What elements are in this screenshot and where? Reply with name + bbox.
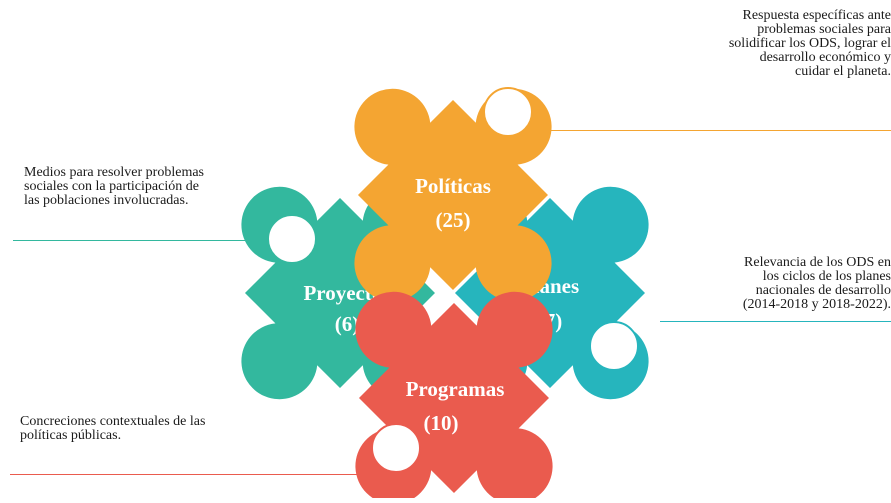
description-planes: Relevancia de los ODS en los ciclos de l… [742,255,891,312]
leader-line-politicas [551,130,891,131]
description-proyectos: Medios para resolver problemas sociales … [24,165,204,208]
piece-count-politicas: (25) [436,208,471,232]
puzzle-notch-politicas [483,87,533,137]
puzzle-shape-politicas [354,88,552,302]
puzzle-piece-programas: Programas (10) [355,291,553,503]
piece-title-programas: Programas [406,377,505,401]
piece-title-politicas: Políticas [415,174,491,198]
description-programas: Concreciones contextuales de las polític… [20,414,206,443]
piece-count-proyectos: (6) [335,312,360,336]
puzzle-notch-programas [371,423,421,473]
piece-count-programas: (10) [424,411,459,435]
puzzle-notch-planes [589,321,639,371]
puzzle-notch-proyectos [267,214,317,264]
puzzle-piece-politicas: Políticas (25) [354,87,552,302]
leader-line-planes [660,321,891,322]
leader-line-programas [10,474,358,475]
leader-line-proyectos [13,240,253,241]
description-politicas: Respuesta específicas ante problemas soc… [728,8,891,79]
